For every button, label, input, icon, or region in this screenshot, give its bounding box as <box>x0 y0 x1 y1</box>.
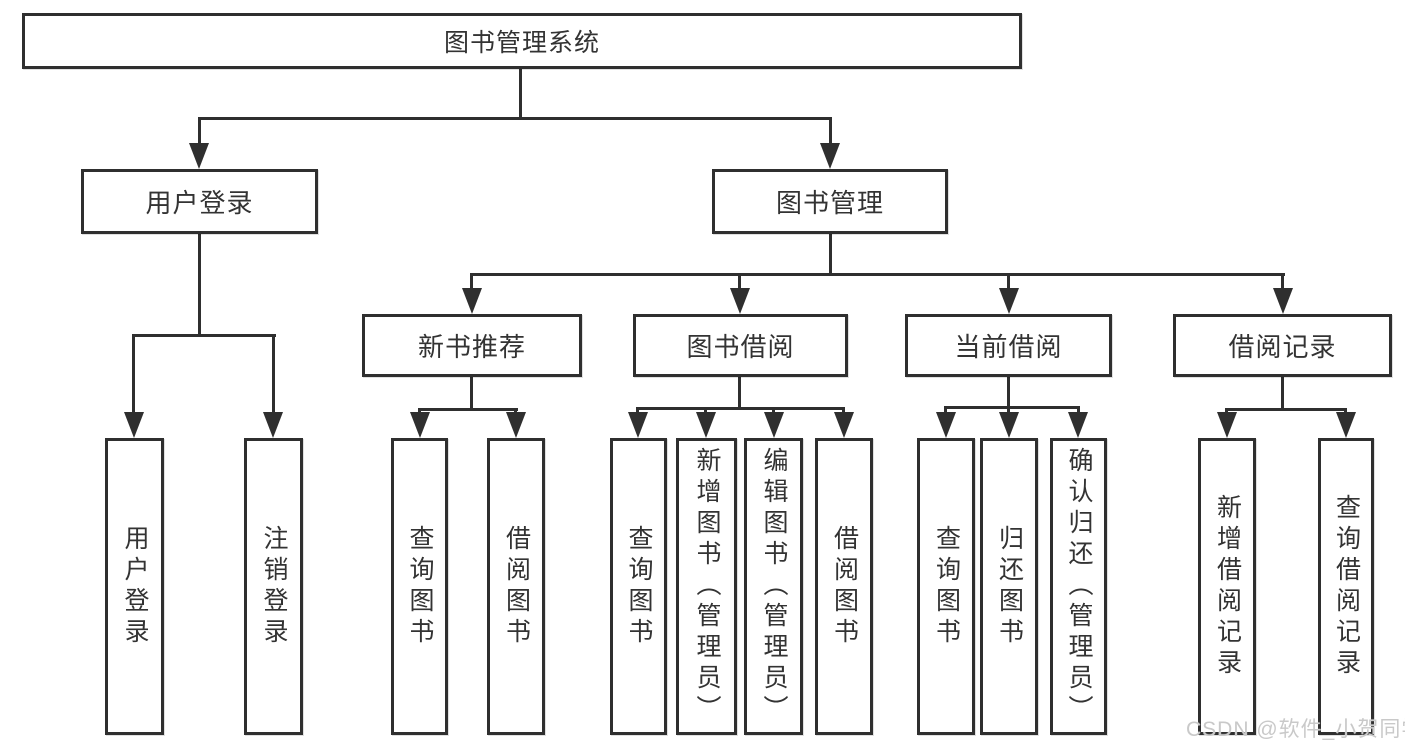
arrow-down-icon <box>730 288 750 314</box>
connector-line <box>738 376 741 409</box>
connector-line <box>1007 273 1010 293</box>
arrow-down-icon <box>764 412 784 438</box>
arrow-down-icon <box>628 412 648 438</box>
arrow-down-icon <box>506 412 526 438</box>
node-label: 新书推荐 <box>417 332 526 362</box>
node-label: 查询图书 <box>932 524 961 649</box>
node-user-login: 用户登录 <box>81 169 318 234</box>
node-label: 借阅图书 <box>502 524 531 649</box>
connector-line <box>944 406 1080 409</box>
node-label: 用户登录 <box>121 524 149 649</box>
connector-line <box>418 408 518 411</box>
node-label: 查询借阅记录 <box>1332 493 1361 680</box>
watermark: CSDN @软件_小贺同学 <box>1186 718 1405 741</box>
node-book-management: 图书管理 <box>712 169 948 234</box>
node-label: 查询图书 <box>406 524 434 649</box>
arrow-down-icon <box>1068 412 1088 438</box>
arrow-down-icon <box>1336 412 1356 438</box>
connector-line <box>132 334 135 420</box>
leaf-add-books-admin: 新增图书（管理员） <box>676 438 737 735</box>
arrow-down-icon <box>999 288 1019 314</box>
connector-line <box>738 273 741 293</box>
connector-line <box>636 407 845 410</box>
connector-line <box>198 117 201 151</box>
arrow-down-icon <box>696 412 716 438</box>
node-label: 查询图书 <box>625 524 653 649</box>
arrow-down-icon <box>820 143 840 169</box>
node-label: 新增借阅记录 <box>1213 493 1242 680</box>
connector-line <box>829 117 832 151</box>
node-label: 归还图书 <box>995 524 1024 649</box>
node-label: 确认归还（管理员） <box>1065 447 1093 726</box>
node-label: 借阅记录 <box>1228 332 1337 362</box>
leaf-query-borrow-record: 查询借阅记录 <box>1318 438 1374 735</box>
arrow-down-icon <box>936 412 956 438</box>
node-label: 图书管理 <box>775 188 884 218</box>
connector-line <box>829 233 832 276</box>
arrow-down-icon <box>834 412 854 438</box>
node-book-borrowing: 图书借阅 <box>633 314 848 377</box>
leaf-confirm-return-admin: 确认归还（管理员） <box>1050 438 1107 735</box>
connector-line <box>1225 408 1347 411</box>
leaf-query-books-recommend: 查询图书 <box>391 438 448 735</box>
connector-line <box>1007 376 1010 408</box>
connector-line <box>470 273 1285 276</box>
arrow-down-icon <box>1217 412 1237 438</box>
node-new-book-recommendation: 新书推荐 <box>362 314 582 377</box>
node-label: 借阅图书 <box>830 524 859 649</box>
node-borrowing-records: 借阅记录 <box>1173 314 1392 377</box>
node-label: 注销登录 <box>260 524 288 649</box>
leaf-user-login: 用户登录 <box>105 438 164 735</box>
leaf-edit-books-admin: 编辑图书（管理员） <box>744 438 803 735</box>
connector-line <box>1281 376 1284 410</box>
connector-line <box>470 273 473 293</box>
arrow-down-icon <box>263 412 283 438</box>
node-label: 图书管理系统 <box>443 29 600 57</box>
node-label: 编辑图书（管理员） <box>760 447 788 726</box>
leaf-add-borrow-record: 新增借阅记录 <box>1198 438 1256 735</box>
node-label: 新增图书（管理员） <box>693 447 721 726</box>
connector-line <box>470 376 473 410</box>
leaf-borrow-books-borrowing: 借阅图书 <box>815 438 873 735</box>
node-library-management-system: 图书管理系统 <box>22 13 1022 69</box>
leaf-logout: 注销登录 <box>244 438 303 735</box>
connector-line <box>519 68 522 119</box>
connector-line <box>1281 273 1284 293</box>
leaf-query-books-current: 查询图书 <box>917 438 975 735</box>
arrow-down-icon <box>189 143 209 169</box>
leaf-return-books: 归还图书 <box>980 438 1038 735</box>
connector-line <box>132 334 276 337</box>
connector-line <box>272 334 275 420</box>
arrow-down-icon <box>1273 288 1293 314</box>
arrow-down-icon <box>999 412 1019 438</box>
node-current-borrowing: 当前借阅 <box>905 314 1112 377</box>
arrow-down-icon <box>124 412 144 438</box>
connector-line <box>198 233 201 336</box>
arrow-down-icon <box>410 412 430 438</box>
connector-line <box>198 117 832 120</box>
node-label: 图书借阅 <box>686 332 795 362</box>
node-label: 当前借阅 <box>954 332 1063 362</box>
node-label: 用户登录 <box>145 188 254 218</box>
leaf-query-books-borrowing: 查询图书 <box>610 438 667 735</box>
leaf-borrow-books-recommend: 借阅图书 <box>487 438 545 735</box>
arrow-down-icon <box>462 288 482 314</box>
